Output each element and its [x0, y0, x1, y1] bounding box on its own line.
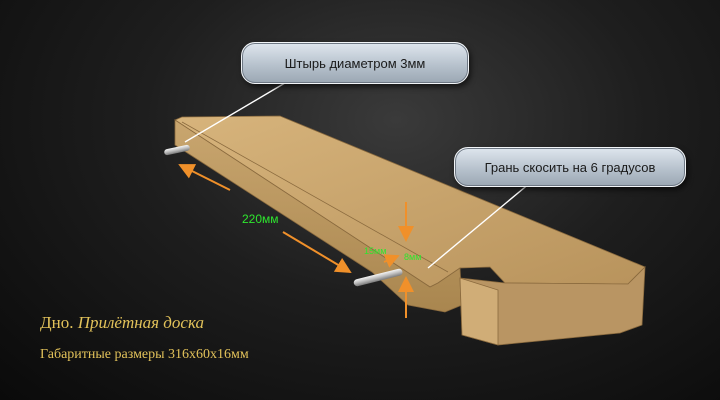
pin-right	[353, 268, 403, 287]
callout-pin-diameter: Штырь диаметром 3мм	[241, 42, 469, 84]
board-ridge-line	[181, 121, 449, 273]
caption-title-italic: Прилётная доска	[77, 313, 204, 332]
dim-length-arrow-a	[178, 164, 231, 191]
callout-bevel-text: Грань скосить на 6 градусов	[484, 159, 656, 175]
pin-left	[164, 144, 190, 156]
dimension-pin-depth-label: 8мм	[404, 252, 422, 262]
dim-length-arrow-b	[282, 231, 352, 274]
caption-overall-size: Габаритные размеры 316х60х16мм	[40, 347, 249, 362]
board-end-face	[459, 277, 499, 346]
dim-offset-arrow	[383, 254, 400, 268]
caption-title-main: Дно.	[40, 313, 74, 332]
callout-pin-text: Штырь диаметром 3мм	[284, 55, 426, 71]
callout-bevel-leader	[427, 182, 531, 269]
callout-pin-leader	[184, 79, 291, 143]
caption-title: Дно. Прилётная доска	[40, 313, 204, 333]
dimension-length-label: 220мм	[242, 212, 279, 226]
dimension-pin-offset-label: 15мм	[364, 246, 387, 256]
callout-bevel-angle: Грань скосить на 6 градусов	[454, 147, 686, 187]
